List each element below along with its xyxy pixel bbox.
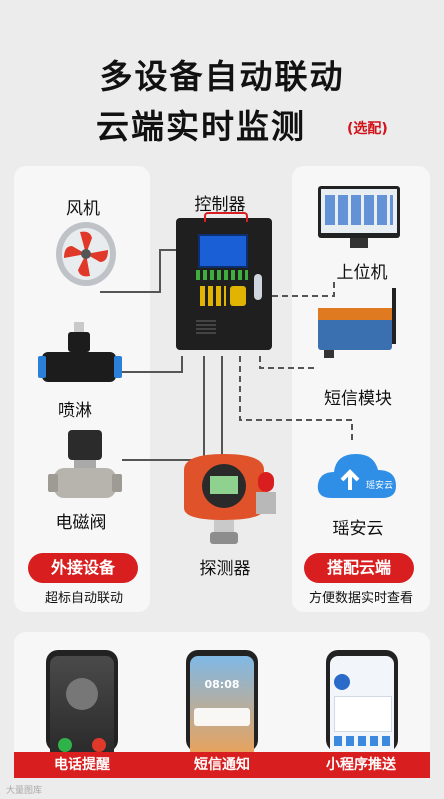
sms-line bbox=[259, 356, 318, 369]
sms-module-icon bbox=[318, 288, 396, 358]
host-line bbox=[272, 282, 335, 297]
host-monitor-screen bbox=[321, 189, 397, 233]
cloud-line bbox=[239, 356, 353, 440]
lockscreen-time: 08:08 bbox=[204, 678, 240, 691]
host-monitor-stand bbox=[350, 238, 368, 248]
controller-label: 控制器 bbox=[194, 195, 246, 215]
detector-label: 探测器 bbox=[199, 559, 251, 579]
valve-label: 电磁阀 bbox=[55, 513, 107, 533]
connection-lines bbox=[100, 249, 353, 461]
controller-keypad bbox=[200, 286, 226, 306]
phone-call-label: 电话提醒 bbox=[54, 757, 110, 773]
mini-program-label: 小程序推送 bbox=[326, 757, 396, 773]
spray-label: 喷淋 bbox=[58, 401, 92, 421]
controller-screen bbox=[198, 234, 248, 268]
controller-switch bbox=[254, 274, 262, 300]
answer-icon bbox=[58, 738, 72, 752]
mini-program-card bbox=[334, 696, 392, 732]
solenoid-valve-icon bbox=[48, 430, 122, 498]
controller-speaker bbox=[196, 318, 216, 334]
fan-label: 风机 bbox=[66, 199, 100, 219]
phone-mini-program bbox=[326, 650, 398, 752]
phone-sms: 08:08 bbox=[186, 650, 258, 752]
decline-icon bbox=[92, 738, 106, 752]
spray-icon bbox=[38, 322, 122, 382]
controller-dpad bbox=[230, 286, 246, 306]
external-devices-caption: 超标自动联动 bbox=[44, 591, 123, 606]
detector-icon bbox=[184, 454, 276, 544]
caller-avatar bbox=[66, 678, 98, 710]
phone-call bbox=[46, 650, 118, 752]
fan-line bbox=[100, 249, 176, 293]
host-label: 上位机 bbox=[336, 263, 388, 283]
cloud-icon-text: 瑶安云 bbox=[366, 481, 394, 491]
fan-icon bbox=[56, 222, 116, 286]
notify-bar bbox=[14, 752, 430, 778]
sms-notify-label: 短信通知 bbox=[194, 757, 250, 773]
external-devices-badge: 外接设备 bbox=[28, 553, 138, 583]
spray-line bbox=[118, 356, 183, 373]
sms-notification-card bbox=[194, 708, 250, 726]
cloud-badge: 搭配云端 bbox=[304, 553, 414, 583]
controller-handle bbox=[204, 212, 248, 222]
sms-module-label: 短信模块 bbox=[324, 389, 392, 409]
controller-indicators bbox=[196, 270, 248, 280]
cloud-label: 瑶安云 bbox=[332, 519, 384, 539]
watermark: 大量图库 bbox=[6, 786, 43, 796]
host-monitor-icon bbox=[318, 186, 400, 238]
mini-program-icons bbox=[334, 736, 390, 746]
cloud-caption: 方便数据实时查看 bbox=[308, 591, 413, 606]
host-monitor-tiles bbox=[325, 195, 393, 225]
cloud-icon bbox=[317, 454, 396, 498]
optional-note: (选配) bbox=[347, 121, 388, 137]
headline-line-1: 多设备自动联动 bbox=[99, 57, 345, 96]
app-logo-icon bbox=[334, 674, 350, 690]
headline-line-2: 云端实时监测 bbox=[96, 107, 306, 146]
controller-device bbox=[176, 212, 272, 350]
